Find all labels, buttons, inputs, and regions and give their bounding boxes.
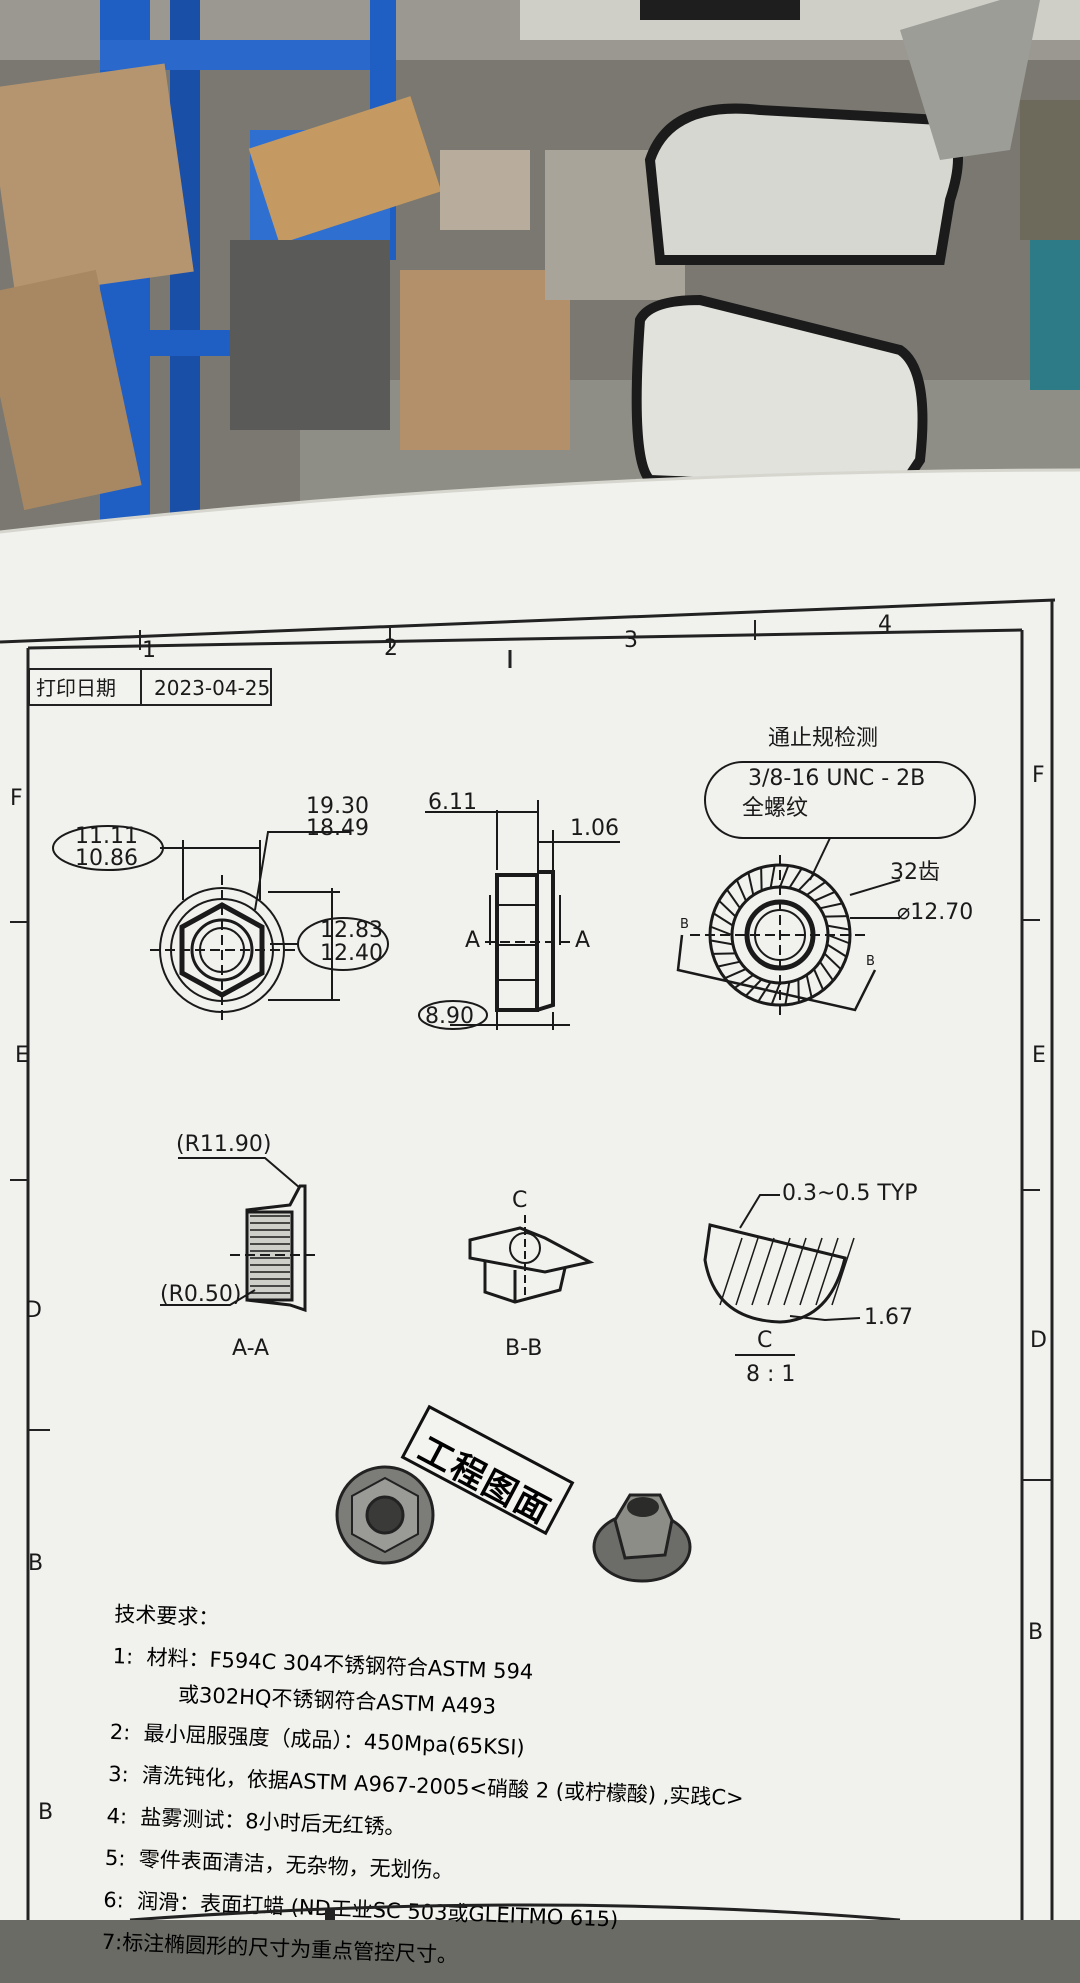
aa-radius-top: (R11.90)	[176, 1134, 271, 1156]
front-dim-flats-min: 10.86	[75, 848, 138, 870]
side-dim-top: 6.11	[428, 792, 477, 814]
grid-row-right-f: F	[1032, 765, 1045, 787]
grid-row-left-b2: B	[38, 1802, 53, 1824]
print-date-divider	[140, 670, 142, 706]
grid-row-left-f: F	[10, 788, 23, 810]
section-bb-detail-mark: C	[512, 1190, 527, 1212]
print-date-box: 打印日期 2023-04-25	[28, 668, 272, 706]
section-bb-label: B-B	[505, 1338, 542, 1360]
detail-c-label: C	[757, 1330, 772, 1352]
grid-col-2: 2	[384, 638, 398, 660]
front-dim-corners-min: 12.40	[320, 943, 383, 965]
grid-col-3: 3	[624, 630, 638, 652]
grid-row-left-d: D	[25, 1300, 42, 1322]
side-section-mark-right: A	[575, 930, 590, 952]
front-dim-flange-min: 18.49	[306, 818, 369, 840]
side-dim-flange-thk: 1.06	[570, 818, 619, 840]
detail-c-dim: 1.67	[864, 1307, 913, 1329]
grid-row-right-d: D	[1030, 1330, 1047, 1352]
section-aa-label: A-A	[232, 1338, 269, 1360]
detail-c-typ: 0.3~0.5 TYP	[782, 1183, 918, 1205]
side-dim-height: 8.90	[425, 1006, 474, 1028]
bottom-edge-graphic	[0, 1880, 1080, 1920]
grid-row-left-b1: B	[28, 1553, 43, 1575]
grid-row-right-b: B	[1028, 1622, 1043, 1644]
grid-col-1: 1	[142, 640, 156, 662]
grid-row-left-e: E	[15, 1045, 29, 1067]
gauge-diameter: ⌀12.70	[897, 902, 973, 924]
grid-row-right-e: E	[1032, 1045, 1046, 1067]
front-dim-flats-max: 11.11	[75, 826, 138, 848]
side-section-mark-left: A	[465, 930, 480, 952]
photo-scene: 打印日期 2023-04-25 1 2 3 4 F E D B B F E D …	[0, 0, 1080, 1920]
grid-col-4: 4	[878, 614, 892, 636]
gauge-section-mark-right: B	[866, 955, 875, 968]
technical-requirements: 技术要求： 1: 材料：F594C 304不锈钢符合ASTM 594 或302H…	[101, 1598, 814, 1983]
print-date-label: 打印日期	[36, 678, 116, 698]
detail-c-scale: 8 : 1	[746, 1364, 795, 1386]
gauge-teeth: 32齿	[890, 862, 940, 884]
gauge-section-mark-left: B	[680, 918, 689, 931]
aa-radius-bottom: (R0.50)	[160, 1284, 241, 1306]
front-dim-flange-max: 19.30	[306, 796, 369, 818]
thread-note: 全螺纹	[742, 798, 808, 820]
gauge-title: 通止规检测	[768, 728, 878, 750]
thread-spec: 3/8-16 UNC - 2B	[748, 768, 925, 790]
front-dim-corners-max: 12.83	[320, 920, 383, 942]
print-date-value: 2023-04-25	[154, 678, 270, 698]
